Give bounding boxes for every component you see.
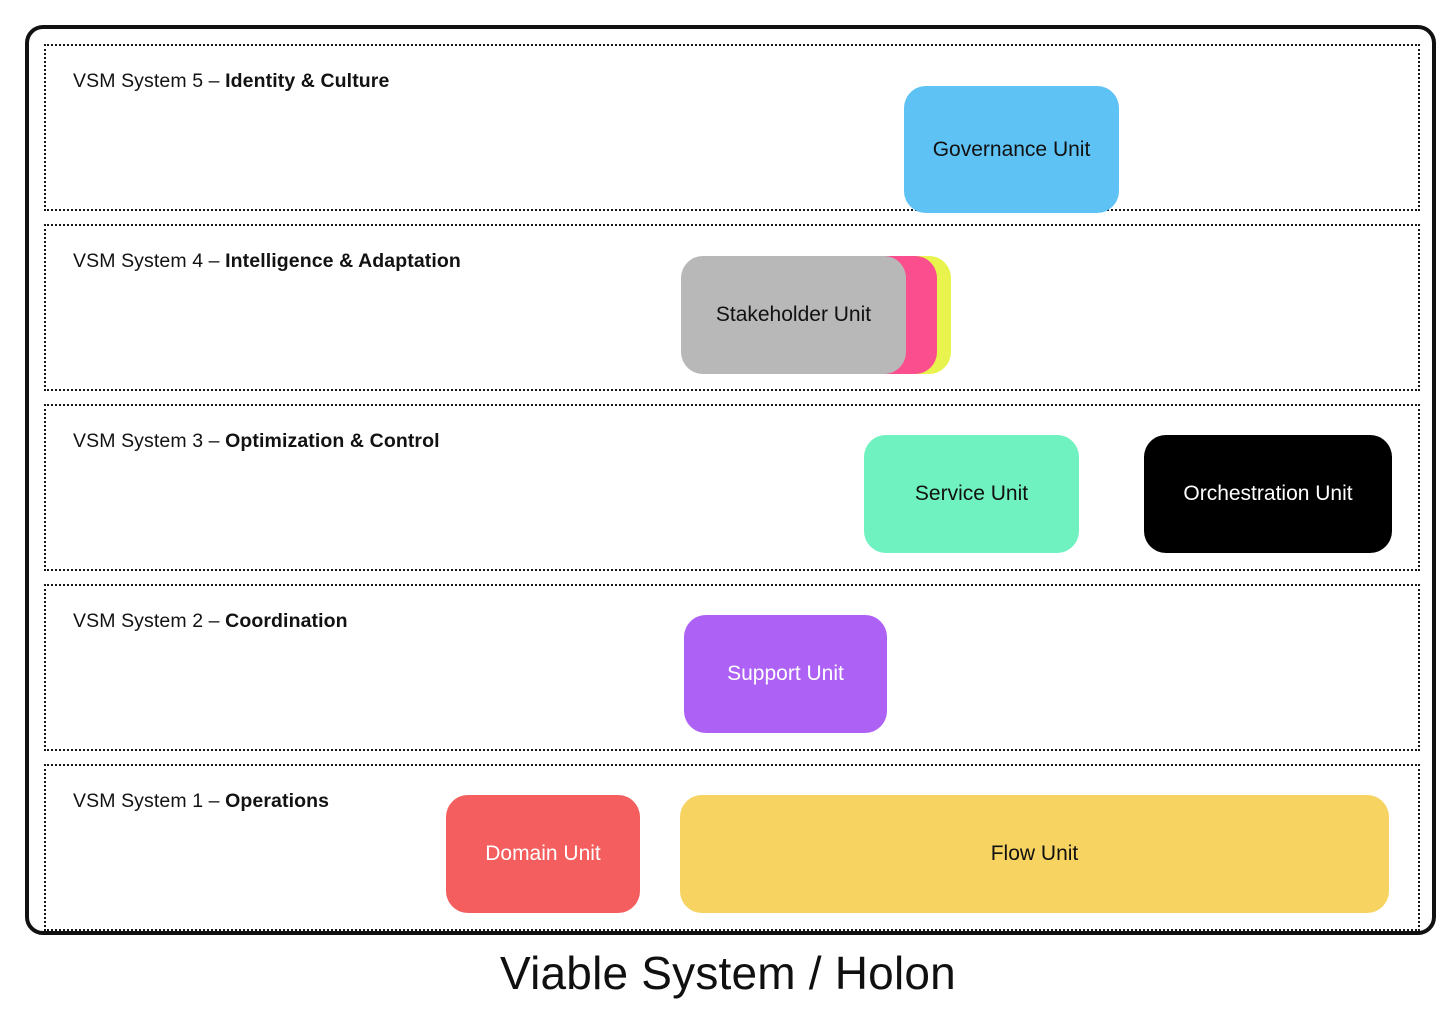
unit-support[interactable]: Support Unit — [684, 615, 887, 733]
unit-stakeholder-stack[interactable]: Stakeholder Unit — [681, 256, 951, 374]
holon-frame: VSM System 5 – Identity & Culture Govern… — [25, 25, 1436, 935]
unit-support-label: Support Unit — [727, 662, 844, 685]
vsm-system-5-label: VSM System 5 – Identity & Culture — [73, 70, 389, 93]
unit-flow-label: Flow Unit — [990, 842, 1079, 865]
vsm-system-4-label: VSM System 4 – Intelligence & Adaptation — [73, 250, 461, 273]
unit-orchestration-label: Orchestration Unit — [1183, 482, 1353, 505]
vsm-system-3-prefix: VSM System 3 – — [73, 430, 226, 452]
vsm-system-3-label: VSM System 3 – Optimization & Control — [73, 430, 440, 453]
unit-service[interactable]: Service Unit — [864, 435, 1079, 553]
vsm-system-3-panel: VSM System 3 – Optimization & Control Se… — [44, 404, 1420, 571]
vsm-system-3-name: Optimization & Control — [225, 430, 440, 452]
vsm-system-1-panel: VSM System 1 – Operations Domain Unit Fl… — [44, 764, 1420, 931]
vsm-system-2-panel: VSM System 2 – Coordination Support Unit — [44, 584, 1420, 751]
unit-domain-label: Domain Unit — [485, 842, 601, 865]
unit-governance[interactable]: Governance Unit — [904, 86, 1119, 213]
unit-service-label: Service Unit — [914, 482, 1029, 505]
unit-stakeholder-label: Stakeholder Unit — [715, 303, 872, 326]
diagram-caption: Viable System / Holon — [500, 947, 956, 999]
vsm-system-5-panel: VSM System 5 – Identity & Culture Govern… — [44, 44, 1420, 213]
vsm-system-2-prefix: VSM System 2 – — [73, 610, 226, 632]
vsm-system-2-name: Coordination — [225, 610, 348, 632]
vsm-system-1-prefix: VSM System 1 – — [73, 790, 226, 812]
unit-governance-label: Governance Unit — [932, 137, 1091, 161]
unit-stakeholder[interactable]: Stakeholder Unit — [681, 256, 906, 374]
vsm-system-5-name: Identity & Culture — [225, 70, 390, 92]
vsm-system-4-prefix: VSM System 4 – — [73, 250, 226, 272]
unit-domain[interactable]: Domain Unit — [446, 795, 640, 913]
vsm-system-5-prefix: VSM System 5 – — [73, 70, 226, 92]
vsm-system-2-label: VSM System 2 – Coordination — [73, 610, 348, 633]
vsm-system-1-name: Operations — [225, 790, 330, 812]
unit-flow[interactable]: Flow Unit — [680, 795, 1389, 913]
vsm-system-4-panel: VSM System 4 – Intelligence & Adaptation… — [44, 224, 1420, 391]
vsm-system-4-name: Intelligence & Adaptation — [225, 250, 461, 272]
vsm-system-1-label: VSM System 1 – Operations — [73, 790, 329, 813]
unit-orchestration[interactable]: Orchestration Unit — [1144, 435, 1392, 553]
